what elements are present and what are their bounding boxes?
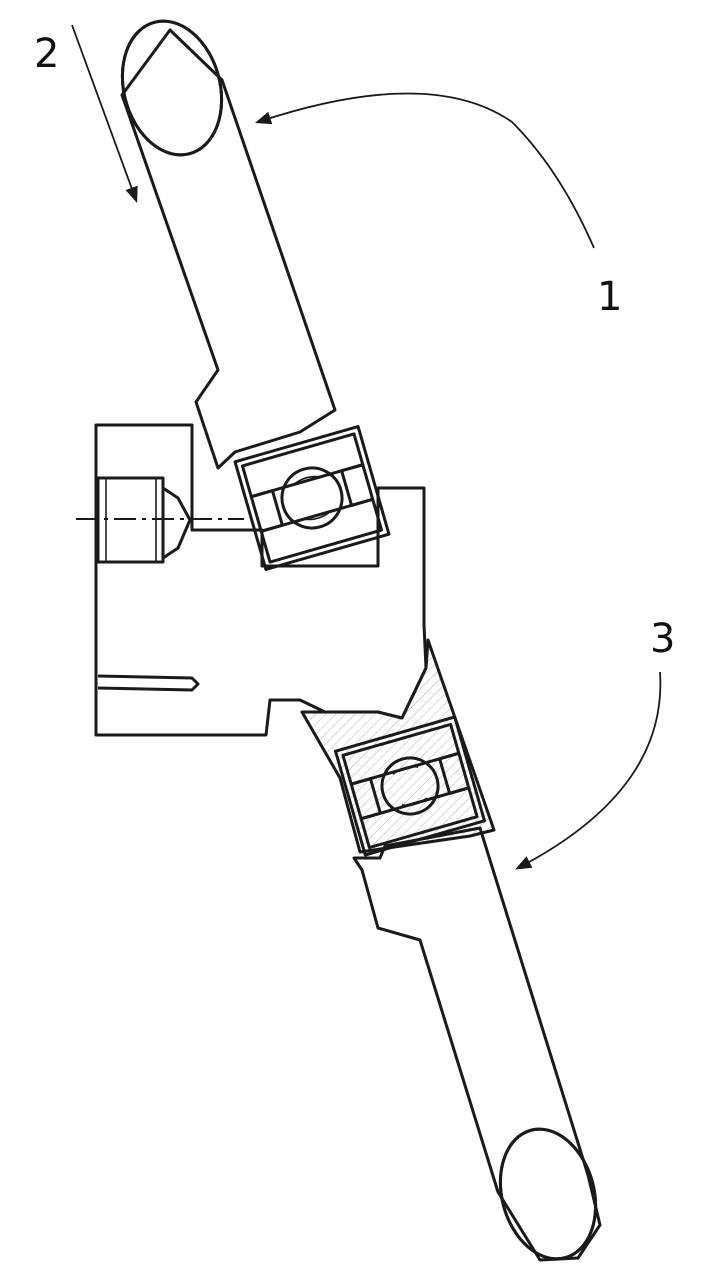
- upper-bearing-ball: [280, 466, 344, 530]
- upper-lever-arm: [120, 19, 337, 470]
- reference-label-3: 3: [650, 616, 675, 662]
- lower-lever-arm: [352, 826, 602, 1262]
- lower-bearing-ball: [380, 756, 440, 816]
- leader-arrow-3: [515, 671, 662, 870]
- reference-label-2: 2: [34, 31, 59, 77]
- leader-arrow-2: [71, 24, 138, 204]
- lower-ball-bearing: [334, 715, 486, 857]
- housing-slot: [97, 674, 200, 692]
- upper-ball-bearing: [233, 425, 391, 571]
- housing-body: [76, 423, 428, 737]
- leader-arrow-1: [254, 92, 595, 249]
- reference-label-1: 1: [597, 274, 622, 320]
